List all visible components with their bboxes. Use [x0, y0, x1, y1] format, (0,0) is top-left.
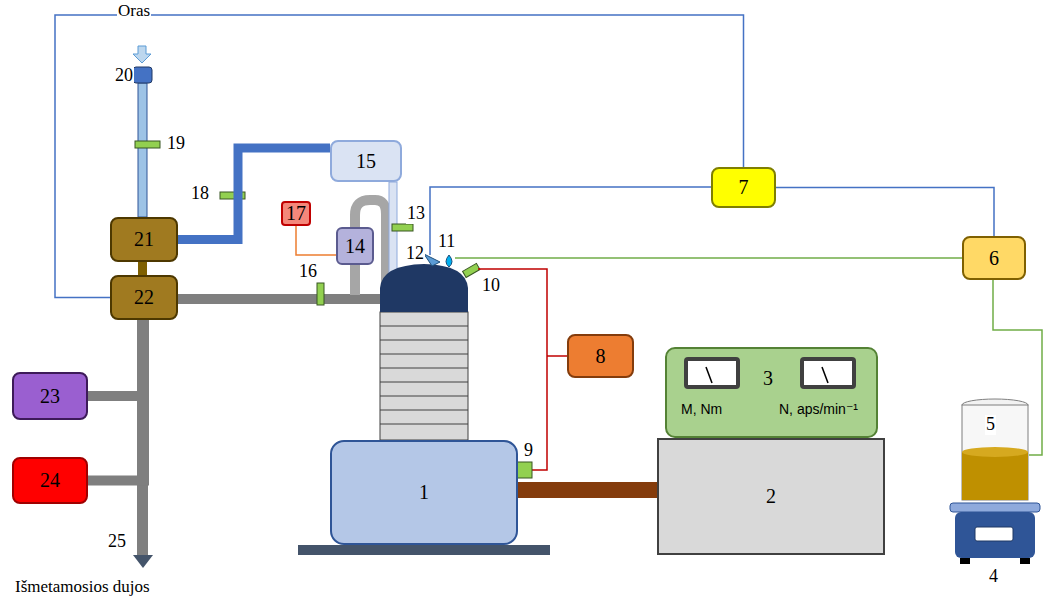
controller-box: 7 — [711, 167, 776, 208]
connector — [776, 188, 994, 237]
analyzer-box: 21 — [110, 217, 178, 262]
dynamometer: 2 — [657, 438, 885, 555]
engine-block: 1 — [330, 440, 518, 545]
connector — [88, 320, 144, 396]
callout-number: 3 — [763, 367, 773, 390]
connector — [518, 482, 657, 498]
callout-number: 21 — [134, 228, 154, 251]
callout-number: 10 — [481, 276, 501, 296]
callout-number: 7 — [739, 176, 749, 199]
callout-number: 17 — [286, 202, 306, 225]
analyzer-box: 23 — [12, 372, 88, 420]
connector — [296, 226, 336, 255]
intake-box: 15 — [330, 140, 402, 182]
callout-number: 1 — [419, 481, 429, 504]
callout-number: 16 — [298, 262, 318, 282]
callout-number: 6 — [989, 247, 999, 270]
gauge-label: M, Nm — [681, 401, 722, 417]
analyzer-box: 24 — [12, 457, 88, 504]
callout-number: 4 — [988, 567, 999, 587]
callout-number: 24 — [40, 469, 60, 492]
connector — [88, 320, 144, 481]
callout-number: 22 — [134, 286, 154, 309]
callout-number: 18 — [190, 184, 210, 204]
gauge-label: N, aps/min⁻¹ — [779, 401, 858, 417]
sensor-box: 8 — [567, 334, 634, 378]
text-label: Oras — [117, 2, 151, 21]
connector — [178, 148, 330, 240]
callout-number: 14 — [345, 235, 365, 258]
analyzer-box: 22 — [110, 275, 178, 320]
controller-box: 6 — [962, 236, 1026, 280]
intake-box: 14 — [336, 227, 374, 265]
callout-number: 25 — [107, 532, 127, 552]
text-label: Išmetamosios dujos — [14, 578, 151, 597]
callout-number: 2 — [766, 485, 776, 508]
callout-number: 15 — [356, 150, 376, 173]
control-panel: 3 M, Nm N, aps/min⁻¹ — [665, 347, 878, 438]
callout-number: 20 — [114, 66, 134, 86]
connector — [55, 15, 744, 298]
callout-number: 5 — [985, 415, 996, 435]
callout-number: 12 — [405, 244, 425, 264]
heater-box: 17 — [281, 201, 311, 226]
callout-number: 9 — [523, 441, 534, 461]
callout-number: 19 — [166, 134, 186, 154]
gauge-symbols — [665, 347, 878, 438]
callout-number: 23 — [40, 385, 60, 408]
callout-number: 13 — [406, 204, 426, 224]
callout-number: 8 — [596, 345, 606, 368]
callout-number: 11 — [437, 232, 456, 252]
